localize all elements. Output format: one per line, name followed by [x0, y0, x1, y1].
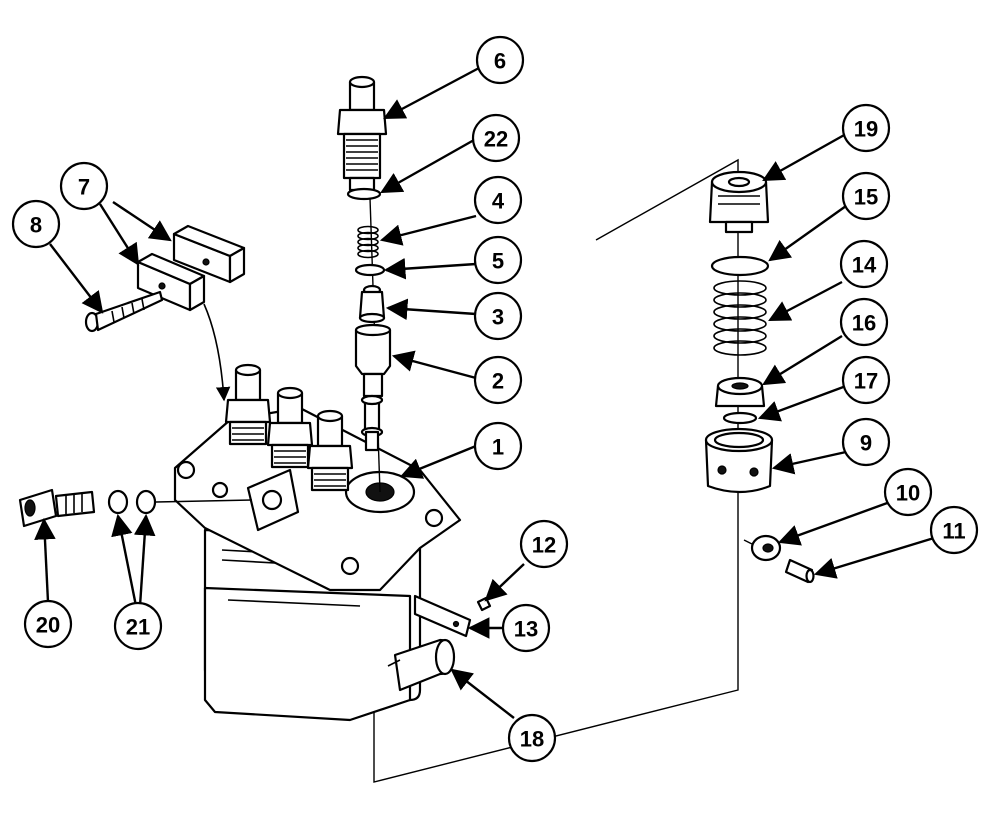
svg-text:16: 16	[852, 311, 876, 336]
callout-10: 10	[883, 467, 933, 517]
part-15-washer	[710, 255, 770, 277]
callout-3: 3	[473, 291, 523, 341]
callout-1: 1	[473, 421, 523, 471]
callout-15: 15	[841, 171, 891, 221]
clamp-install-arrow	[203, 303, 231, 402]
callout-7: 7	[59, 161, 109, 211]
part-20-banjo-bolt	[18, 488, 96, 528]
leader-lines	[34, 66, 935, 719]
part-3-delivery-valve	[358, 284, 386, 324]
callout-18: 18	[507, 713, 557, 763]
delivery-valve-holders	[224, 363, 354, 492]
svg-text:17: 17	[854, 369, 878, 394]
part-11-pin	[784, 558, 815, 584]
part-4-spring	[357, 225, 379, 259]
svg-text:11: 11	[942, 519, 965, 544]
callout-4: 4	[473, 175, 523, 225]
svg-text:22: 22	[484, 127, 508, 152]
callout-17: 17	[841, 355, 891, 405]
callout-2: 2	[473, 355, 523, 405]
part-22-o-ring	[346, 187, 382, 201]
assembly-boundary-line	[373, 158, 739, 783]
svg-text:9: 9	[860, 431, 872, 456]
svg-text:3: 3	[492, 305, 504, 330]
part-9-tappet	[704, 427, 774, 494]
svg-text:6: 6	[494, 49, 506, 74]
part-16-spring-seat	[714, 376, 766, 408]
svg-text:15: 15	[854, 185, 878, 210]
callout-9: 9	[841, 417, 891, 467]
callout-16: 16	[839, 297, 889, 347]
callout-13: 13	[501, 603, 551, 653]
part-19-cap	[708, 170, 770, 234]
part-8-screw	[84, 290, 164, 333]
svg-text:12: 12	[532, 533, 556, 558]
svg-text:13: 13	[514, 617, 538, 642]
part-21-washer-a	[107, 489, 129, 515]
part-17-shim	[722, 411, 758, 425]
part-6-valve-holder	[336, 75, 388, 192]
svg-text:20: 20	[36, 613, 60, 638]
callout-19: 19	[841, 103, 891, 153]
part-7-clamp-blocks	[136, 224, 246, 312]
callout-22: 22	[471, 113, 521, 163]
svg-text:21: 21	[126, 615, 150, 640]
part-14-spring	[713, 280, 767, 356]
svg-text:2: 2	[492, 369, 504, 394]
svg-text:7: 7	[78, 175, 90, 200]
svg-text:5: 5	[492, 249, 504, 274]
part-5-gasket	[354, 263, 386, 277]
part-21-washer-b	[135, 489, 157, 515]
callout-12: 12	[519, 519, 569, 569]
svg-text:18: 18	[520, 727, 544, 752]
callout-21: 21	[113, 601, 163, 651]
parts-artwork	[18, 75, 815, 783]
svg-text:8: 8	[30, 213, 42, 238]
plunger	[360, 394, 384, 452]
callout-6: 6	[475, 35, 525, 85]
callout-14: 14	[839, 239, 889, 289]
svg-text:10: 10	[896, 481, 920, 506]
svg-text:1: 1	[492, 435, 504, 460]
callout-8: 8	[11, 199, 61, 249]
part-10-roller	[743, 534, 782, 562]
inlet-axis	[155, 499, 253, 503]
svg-text:19: 19	[854, 117, 878, 142]
callout-11: 11	[929, 505, 979, 555]
callout-5: 5	[473, 235, 523, 285]
svg-text:14: 14	[852, 253, 877, 278]
callout-20: 20	[23, 599, 73, 649]
callouts: 6 22 4 5 3 2 1 7 8 20 21 12 13 18 19 15 …	[11, 35, 979, 763]
part-2-valve-seat	[354, 323, 392, 398]
svg-text:4: 4	[492, 189, 505, 214]
